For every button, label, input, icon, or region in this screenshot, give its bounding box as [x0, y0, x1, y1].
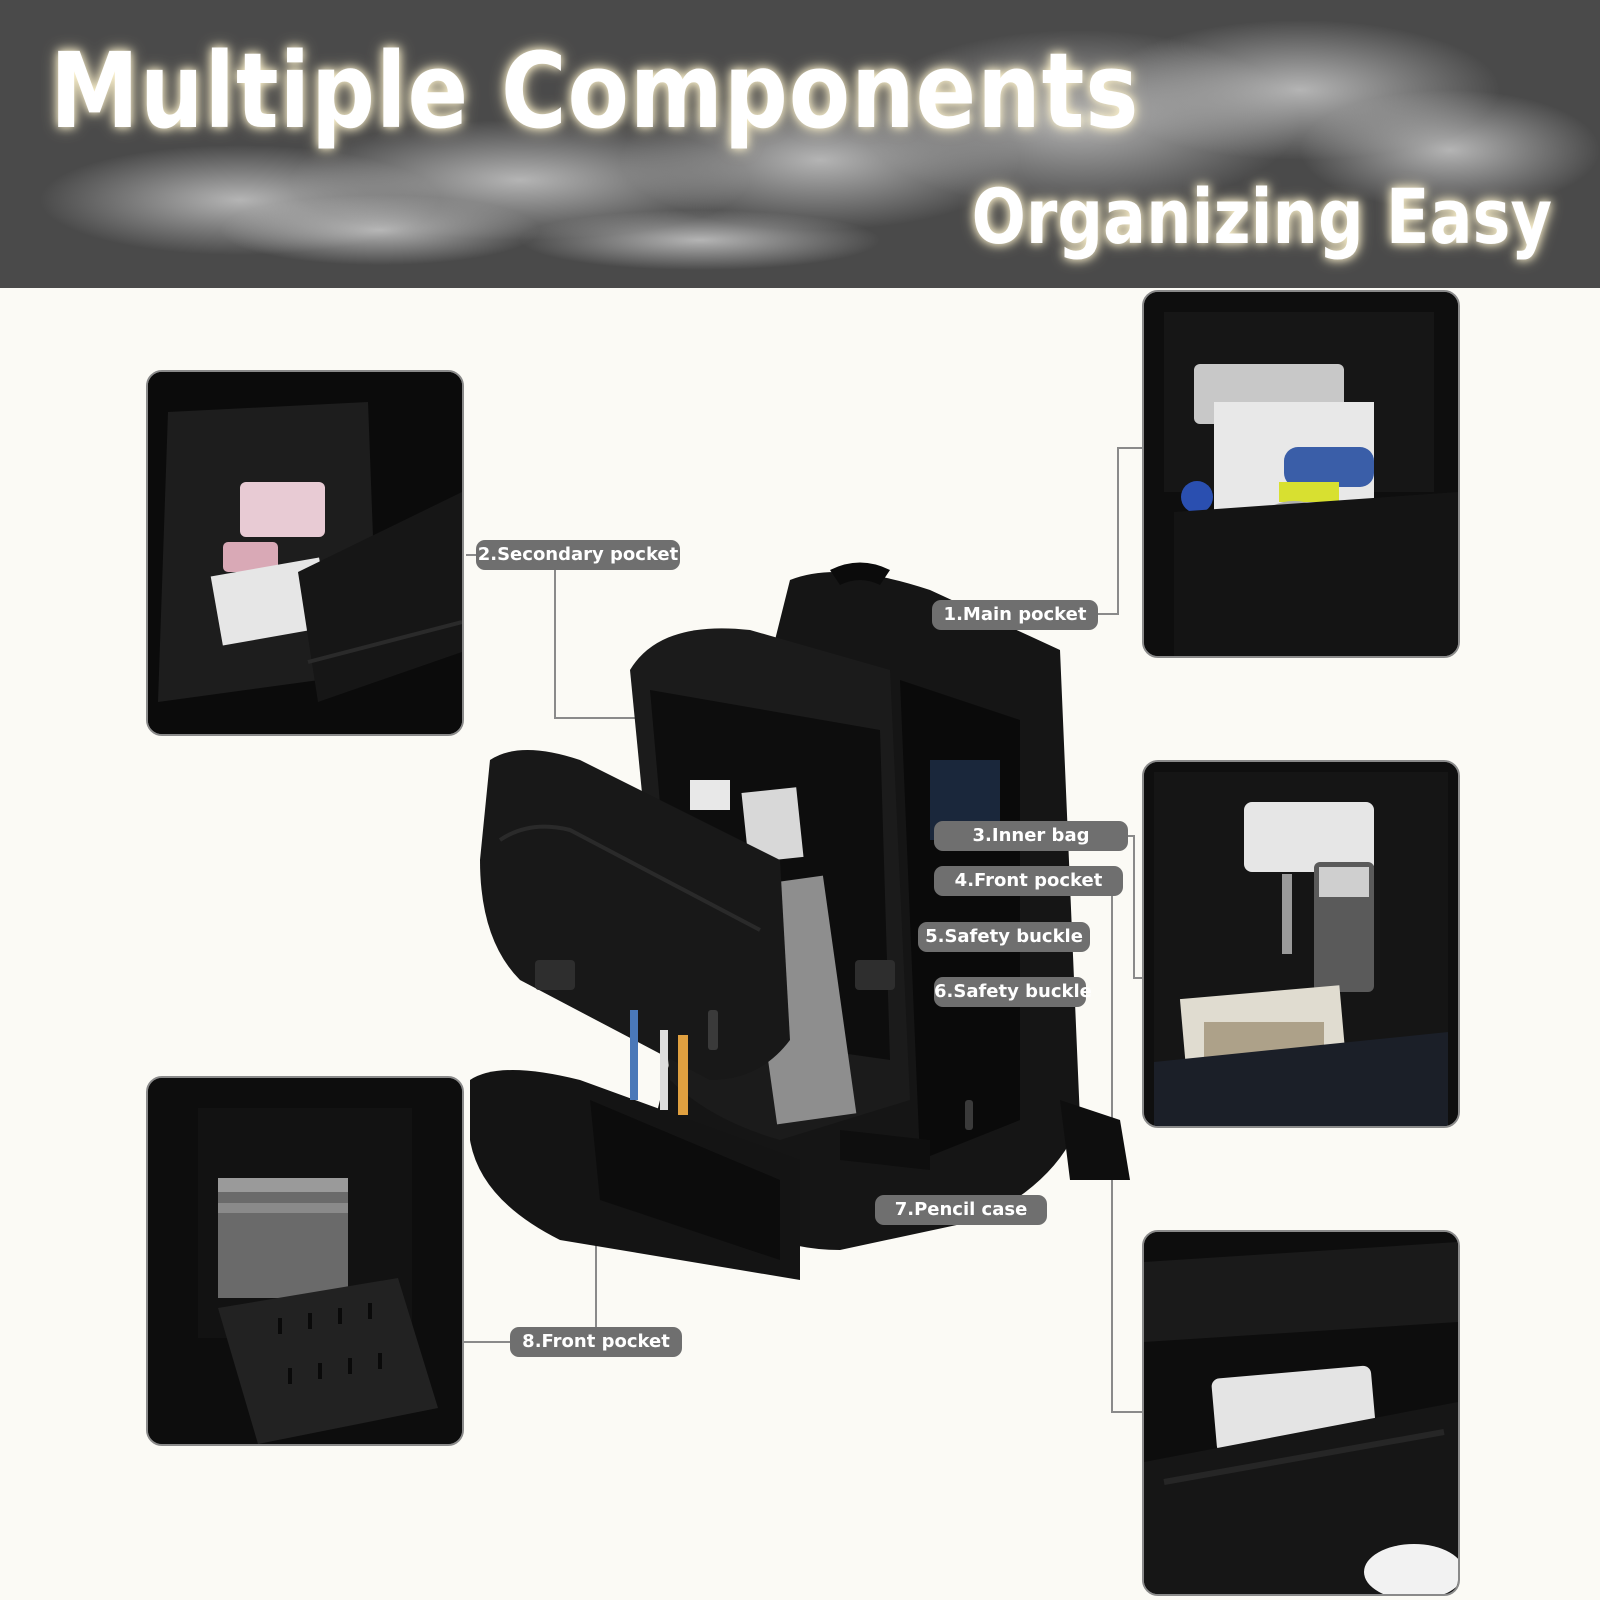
header-banner: Multiple Components Organizing Easy — [0, 0, 1600, 288]
callout-safety-buckle-1: 5.Safety buckle — [918, 922, 1090, 952]
callout-secondary-pocket: 2.Secondary pocket — [476, 540, 680, 570]
smoke-background — [40, 20, 1600, 270]
photo-main-pocket — [1142, 290, 1460, 658]
photo-front-pocket-organizer — [146, 1076, 464, 1446]
photo-front-pocket — [1142, 1230, 1460, 1596]
headline: Multiple Components — [50, 30, 1140, 152]
callout-front-pocket: 4.Front pocket — [934, 866, 1123, 896]
subheadline: Organizing Easy — [971, 172, 1552, 261]
photo-secondary-pocket — [146, 370, 464, 736]
callout-inner-bag: 3.Inner bag — [934, 821, 1128, 851]
photo-inner-bag — [1142, 760, 1460, 1128]
callout-safety-buckle-2: 6.Safety buckle — [934, 977, 1092, 1007]
backpack-illustration — [470, 562, 1130, 1280]
callout-main-pocket: 1.Main pocket — [932, 600, 1098, 630]
callout-pencil-case: 7.Pencil case — [875, 1195, 1047, 1225]
callout-front-pocket-lower: 8.Front pocket — [510, 1327, 682, 1357]
